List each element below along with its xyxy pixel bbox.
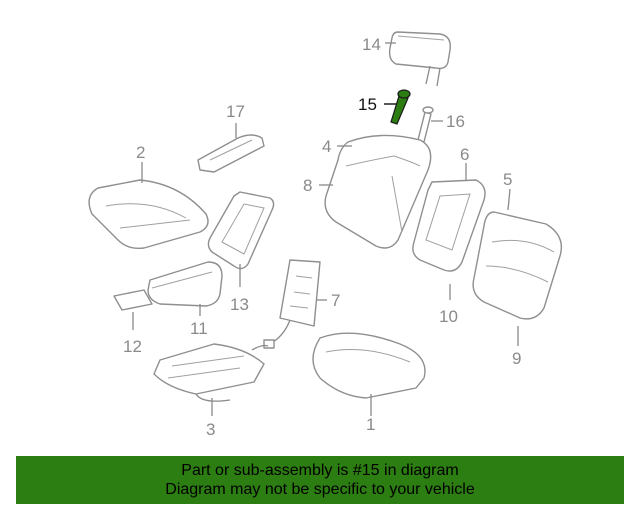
callout-9: 9 xyxy=(512,349,521,368)
part-16-guide[interactable] xyxy=(417,106,434,143)
callout-15: 15 xyxy=(358,95,377,114)
part-14-headrest[interactable] xyxy=(388,31,451,87)
part-12-pad[interactable] xyxy=(113,289,153,311)
callout-10: 10 xyxy=(439,307,458,326)
part-7-heater-pad[interactable] xyxy=(263,259,321,349)
callout-4: 4 xyxy=(322,137,331,156)
callout-1: 1 xyxy=(366,415,375,434)
seat-parts-diagram: 14 15 16 17 4 2 8 6 5 7 13 11 12 10 9 3 … xyxy=(88,31,563,439)
leader-lines xyxy=(132,42,519,416)
part-15-headrest-guide[interactable] xyxy=(390,89,411,125)
part-1-cushion[interactable] xyxy=(312,332,426,399)
callout-13: 13 xyxy=(230,295,249,314)
callout-16: 16 xyxy=(446,112,465,131)
callout-3: 3 xyxy=(206,420,215,439)
part-13-frame[interactable] xyxy=(207,191,275,270)
callout-6: 6 xyxy=(460,145,469,164)
banner-line-2: Diagram may not be specific to your vehi… xyxy=(165,481,475,498)
part-3-heater-element[interactable] xyxy=(153,343,269,402)
callout-5: 5 xyxy=(503,170,512,189)
banner-line-1: Part or sub-assembly is #15 in diagram xyxy=(181,462,459,479)
callout-8: 8 xyxy=(303,176,312,195)
part-2-cushion-cover[interactable] xyxy=(88,179,209,250)
part-6-10-seatback-frame[interactable] xyxy=(412,179,486,272)
callout-17: 17 xyxy=(226,102,245,121)
part-4-8-seatback[interactable] xyxy=(324,134,432,249)
callout-14: 14 xyxy=(362,35,381,54)
callout-11: 11 xyxy=(190,319,208,338)
part-5-9-seatback-cover[interactable] xyxy=(472,211,563,320)
callout-7: 7 xyxy=(331,291,340,310)
callout-12: 12 xyxy=(123,337,142,356)
part-11-armrest[interactable] xyxy=(147,261,223,307)
part-17-cover[interactable] xyxy=(197,134,265,173)
part-info-banner: Part or sub-assembly is #15 in diagram D… xyxy=(16,456,624,504)
callout-2: 2 xyxy=(136,143,145,162)
